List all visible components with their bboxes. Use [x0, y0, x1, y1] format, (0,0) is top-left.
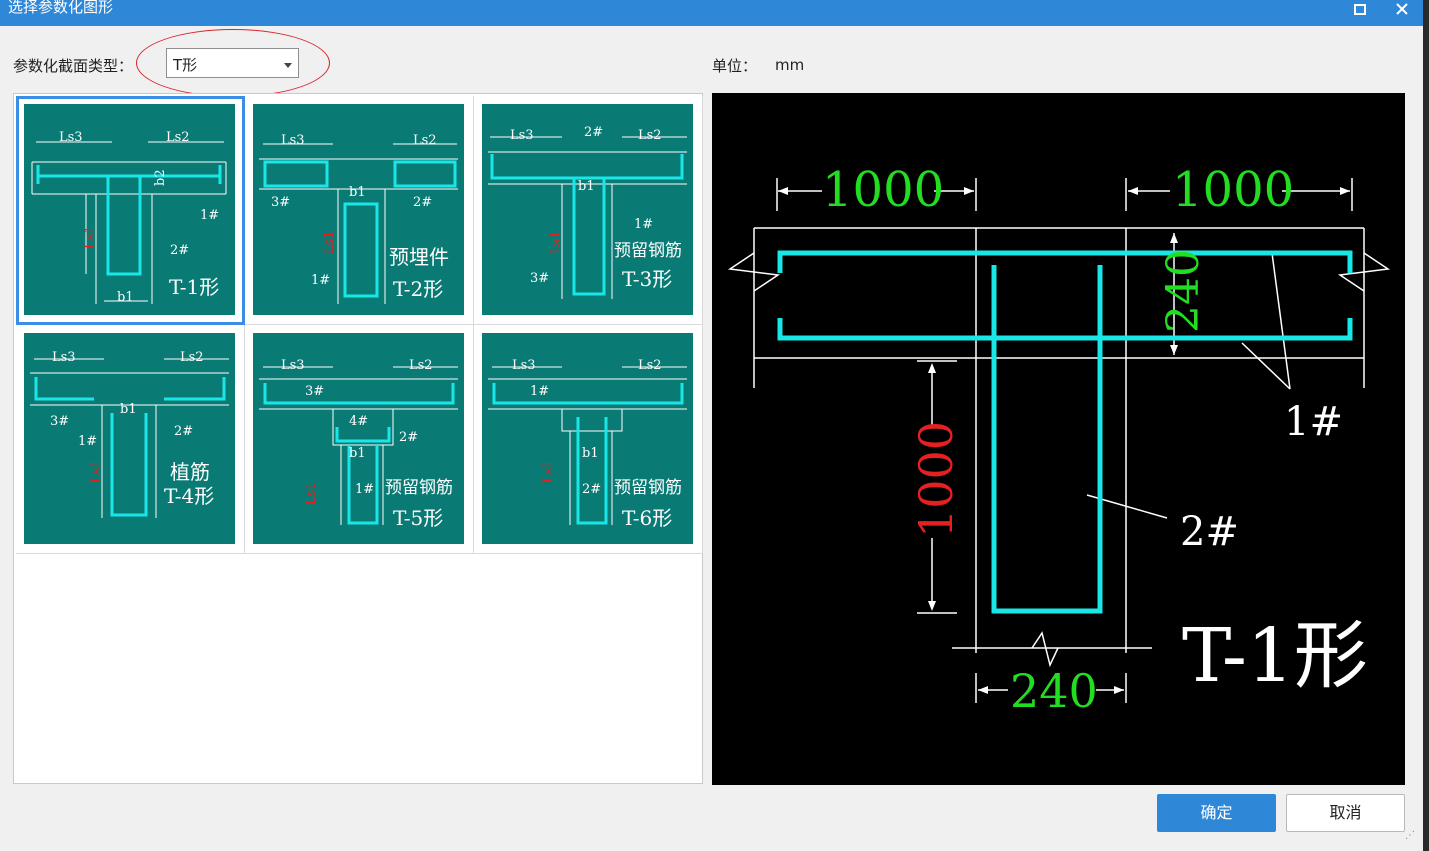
svg-text:Ls1: Ls1: [549, 230, 564, 254]
svg-text:Ls1: Ls1: [83, 225, 98, 249]
svg-text:预留钢筋: 预留钢筋: [614, 478, 682, 498]
section-type-value: T形: [173, 56, 198, 74]
t6-thumbnail: Ls3 Ls2 1# b1 2# 预留钢筋 T-6形 Ls1: [482, 333, 693, 544]
svg-text:T-5形: T-5形: [393, 506, 443, 530]
t2-thumbnail: Ls3 Ls2 3# b1 2# 1# 预埋件 T-2形 Ls1: [253, 104, 464, 315]
svg-text:Ls2: Ls2: [409, 358, 433, 373]
svg-text:2#: 2#: [584, 125, 603, 140]
svg-text:Ls2: Ls2: [413, 133, 437, 148]
svg-text:T-2形: T-2形: [393, 277, 443, 301]
svg-text:3#: 3#: [50, 414, 69, 429]
svg-text:2#: 2#: [170, 243, 189, 258]
t4-thumbnail: Ls3 Ls2 3# b1 2# 1# 植筋T-4形 Ls1: [24, 333, 235, 544]
svg-text:b1: b1: [578, 179, 595, 194]
svg-text:预留钢筋: 预留钢筋: [385, 478, 453, 498]
svg-text:T-6形: T-6形: [622, 506, 672, 530]
preview-drawing: 1000 1000 240 1000 240 1# 2# T-1形: [727, 162, 1391, 718]
svg-text:T-3形: T-3形: [622, 267, 672, 291]
svg-text:b1: b1: [117, 290, 134, 305]
svg-text:1#: 1#: [634, 217, 653, 232]
shape-option-t2[interactable]: Ls3 Ls2 3# b1 2# 1# 预埋件 T-2形 Ls1: [245, 96, 474, 325]
svg-text:b1: b1: [349, 185, 366, 200]
t3-thumbnail: Ls3 2# Ls2 b1 1# 3# 预留钢筋 T-3形 Ls1: [482, 104, 693, 315]
svg-text:T-4形: T-4形: [164, 484, 214, 508]
svg-text:Ls2: Ls2: [166, 130, 190, 145]
svg-text:Ls3: Ls3: [59, 130, 83, 145]
preview-dim-flange: 240: [1158, 249, 1209, 333]
section-type-label: 参数化截面类型：: [13, 57, 134, 75]
svg-text:Ls1: Ls1: [322, 230, 337, 254]
t1-thumbnail: Ls3 Ls2 1# 2# b1 T-1形 b2 Ls1: [24, 104, 235, 315]
svg-text:b1: b1: [349, 446, 366, 461]
svg-text:Ls3: Ls3: [52, 350, 76, 365]
unit-value: mm: [775, 56, 805, 74]
svg-text:1#: 1#: [200, 208, 219, 223]
preview-dim-web-width: 240: [1010, 664, 1098, 718]
shape-option-t1[interactable]: Ls3 Ls2 1# 2# b1 T-1形 b2 Ls1: [16, 96, 245, 325]
resize-grip-icon[interactable]: ⋰: [1405, 830, 1415, 841]
svg-text:植筋: 植筋: [170, 460, 210, 484]
section-type-select[interactable]: T形: [166, 48, 299, 78]
svg-text:1#: 1#: [78, 434, 97, 449]
svg-text:T-1形: T-1形: [169, 275, 219, 299]
svg-text:2#: 2#: [413, 195, 432, 210]
shape-option-t3[interactable]: Ls3 2# Ls2 b1 1# 3# 预留钢筋 T-3形 Ls1: [474, 96, 703, 325]
svg-text:2#: 2#: [582, 482, 601, 497]
preview-shape-name: T-1形: [1182, 613, 1368, 699]
shape-option-t5[interactable]: Ls3 Ls2 3# 4# 2# b1 1# 预留钢筋 T-5形 Ls1: [245, 325, 474, 554]
svg-text:3#: 3#: [305, 384, 324, 399]
svg-text:b2: b2: [153, 169, 168, 186]
svg-text:Ls3: Ls3: [281, 133, 305, 148]
preview-dim-web-length: 1000: [909, 421, 963, 538]
title-bar: 选择参数化图形: [0, 0, 1423, 26]
svg-text:预埋件: 预埋件: [389, 245, 449, 269]
preview-dim-right: 1000: [1172, 162, 1294, 218]
svg-text:预留钢筋: 预留钢筋: [614, 241, 682, 261]
svg-text:b1: b1: [120, 402, 137, 417]
window-title: 选择参数化图形: [8, 0, 114, 16]
preview-bar-1: 1#: [1284, 399, 1343, 445]
cancel-button[interactable]: 取消: [1286, 794, 1405, 832]
preview-bar-2: 2#: [1180, 509, 1239, 555]
svg-text:Ls3: Ls3: [281, 358, 305, 373]
chevron-down-icon: [284, 63, 292, 68]
close-icon[interactable]: [1384, 0, 1420, 26]
svg-text:b1: b1: [582, 446, 599, 461]
svg-text:2#: 2#: [399, 430, 418, 445]
preview-panel: 1000 1000 240 1000 240 1# 2# T-1形: [712, 93, 1405, 785]
svg-text:Ls3: Ls3: [512, 358, 536, 373]
unit-label: 单位：: [712, 57, 758, 75]
maximize-icon[interactable]: [1342, 0, 1378, 26]
svg-text:4#: 4#: [349, 414, 368, 429]
svg-text:Ls1: Ls1: [541, 459, 556, 483]
t5-thumbnail: Ls3 Ls2 3# 4# 2# b1 1# 预留钢筋 T-5形 Ls1: [253, 333, 464, 544]
svg-text:1#: 1#: [311, 273, 330, 288]
svg-text:Ls2: Ls2: [638, 128, 662, 143]
svg-text:1#: 1#: [530, 384, 549, 399]
svg-text:Ls2: Ls2: [638, 358, 662, 373]
svg-text:2#: 2#: [174, 424, 193, 439]
svg-text:3#: 3#: [530, 271, 549, 286]
window-edge: [1423, 0, 1429, 851]
svg-text:1#: 1#: [355, 482, 374, 497]
svg-text:Ls1: Ls1: [89, 459, 104, 483]
ok-button[interactable]: 确定: [1157, 794, 1276, 832]
svg-text:Ls2: Ls2: [180, 350, 204, 365]
shape-option-t6[interactable]: Ls3 Ls2 1# b1 2# 预留钢筋 T-6形 Ls1: [474, 325, 703, 554]
svg-text:3#: 3#: [271, 195, 290, 210]
preview-dim-left: 1000: [822, 162, 944, 218]
svg-text:Ls1: Ls1: [304, 481, 319, 505]
svg-text:Ls3: Ls3: [510, 128, 534, 143]
